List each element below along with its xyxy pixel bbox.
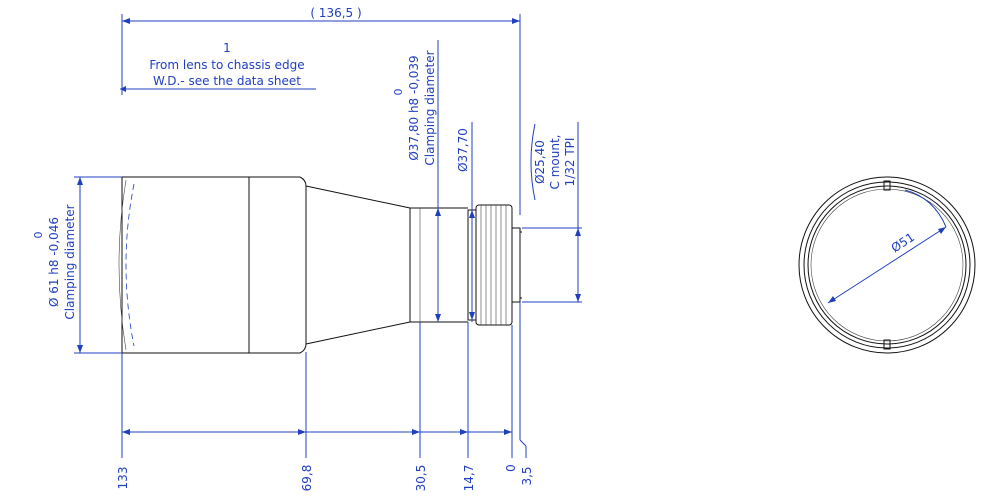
lens-side-view	[118, 176, 522, 354]
rear-clamping-diameter-dimension: 0 Ø37,80 h8 -0,039 Clamping diameter	[392, 40, 441, 322]
overall-length-label: ( 136,5 )	[310, 6, 361, 20]
rear-diameter-tolerance: 0	[392, 89, 405, 96]
rear-clamping-label: Clamping diameter	[423, 50, 437, 165]
c-mount-dimension: Ø25,40 C mount, 1/32 TPI	[522, 122, 582, 303]
front-diameter-tolerance: 0	[32, 232, 45, 239]
position-133: 133	[116, 467, 130, 490]
position-30-5: 30,5	[414, 465, 428, 492]
overall-length-dimension: ( 136,5 )	[121, 6, 521, 215]
c-mount-label: C mount,	[548, 135, 562, 190]
ring-diameter-label: Ø37,70	[456, 128, 470, 172]
note-number: 1	[223, 41, 231, 55]
front-view-diameter-label: Ø51	[889, 230, 917, 255]
lens-front-view: Ø51	[798, 176, 976, 354]
position-69-8: 69,8	[300, 465, 314, 492]
bottom-position-dimensions: 133 69,8 30,5 14,7 0 3,5	[116, 302, 534, 491]
c-mount-thread-label: 1/32 TPI	[563, 138, 577, 187]
note-line-1: From lens to chassis edge	[149, 58, 304, 72]
ring-diameter-dimension: Ø37,70	[456, 122, 475, 322]
working-distance-note: 1 From lens to chassis edge W.D.- see th…	[120, 41, 316, 92]
position-14-7: 14,7	[462, 465, 476, 492]
note-line-2: W.D.- see the data sheet	[153, 74, 301, 88]
front-clamping-label: Clamping diameter	[63, 204, 77, 319]
position-0: 0	[504, 464, 518, 472]
c-mount-diameter-label: Ø25,40	[533, 140, 547, 184]
position-3-5: 3,5	[520, 466, 534, 485]
front-diameter-label: Ø 61 h8 -0,046	[47, 217, 61, 307]
front-clamping-diameter-dimension: 0 Ø 61 h8 -0,046 Clamping diameter	[32, 176, 122, 354]
rear-diameter-label: Ø37,80 h8 -0,039	[407, 55, 421, 160]
